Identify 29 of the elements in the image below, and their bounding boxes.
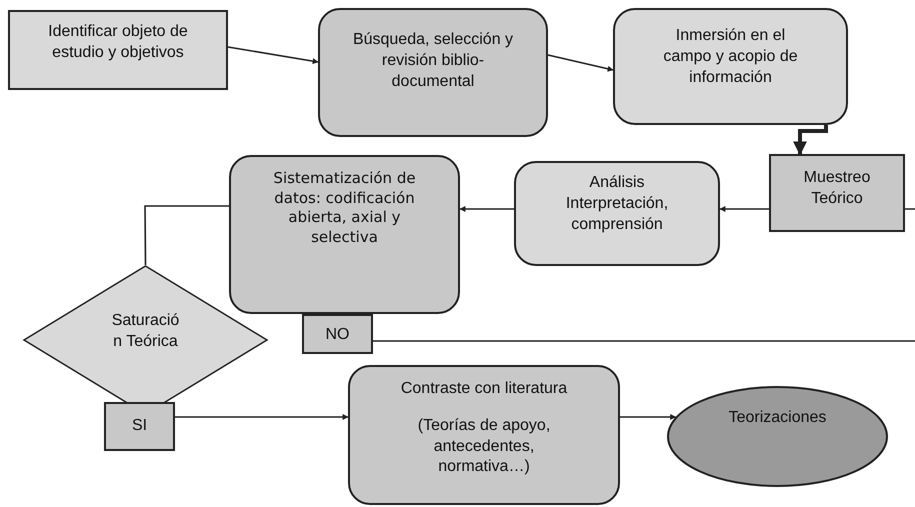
arrow — [459, 206, 514, 212]
node-label: Saturació n Teórica — [110, 311, 180, 352]
process-box — [613, 8, 848, 125]
process-box — [318, 8, 548, 137]
node-label: Contraste con literatura — [400, 379, 568, 399]
node-label: (Teorías de apoyo, antecedentes, normativa…) — [416, 416, 552, 478]
process-box — [514, 161, 720, 266]
node-label: SI — [132, 416, 148, 436]
node-label: Teorizaciones — [728, 408, 826, 428]
node-label: Análisis Interpretación, comprensión — [564, 173, 670, 235]
arrow — [548, 54, 614, 72]
node-label: Muestreo Teórico — [802, 168, 872, 209]
node-label: Búsqueda, selección y revisión biblio-documental — [352, 30, 514, 92]
process-box — [769, 154, 905, 232]
arrow — [228, 46, 319, 64]
process-box — [8, 10, 228, 90]
arrow — [793, 125, 828, 156]
branch-box — [302, 314, 373, 354]
arrow — [175, 414, 349, 420]
process-box — [348, 365, 620, 505]
terminal-ellipse — [667, 386, 888, 487]
node-label: Identificar objeto de estudio y objetivos — [47, 22, 189, 63]
node-label: Inmersión en el campo y acopio de información — [662, 26, 799, 88]
branch-box — [104, 402, 175, 451]
node-label: Sistematización de datos: codificación abierta, axial y selectiva — [272, 169, 417, 247]
process-box — [229, 155, 460, 314]
node-label: NO — [326, 325, 350, 345]
arrow — [719, 206, 769, 212]
arrow — [620, 414, 676, 420]
